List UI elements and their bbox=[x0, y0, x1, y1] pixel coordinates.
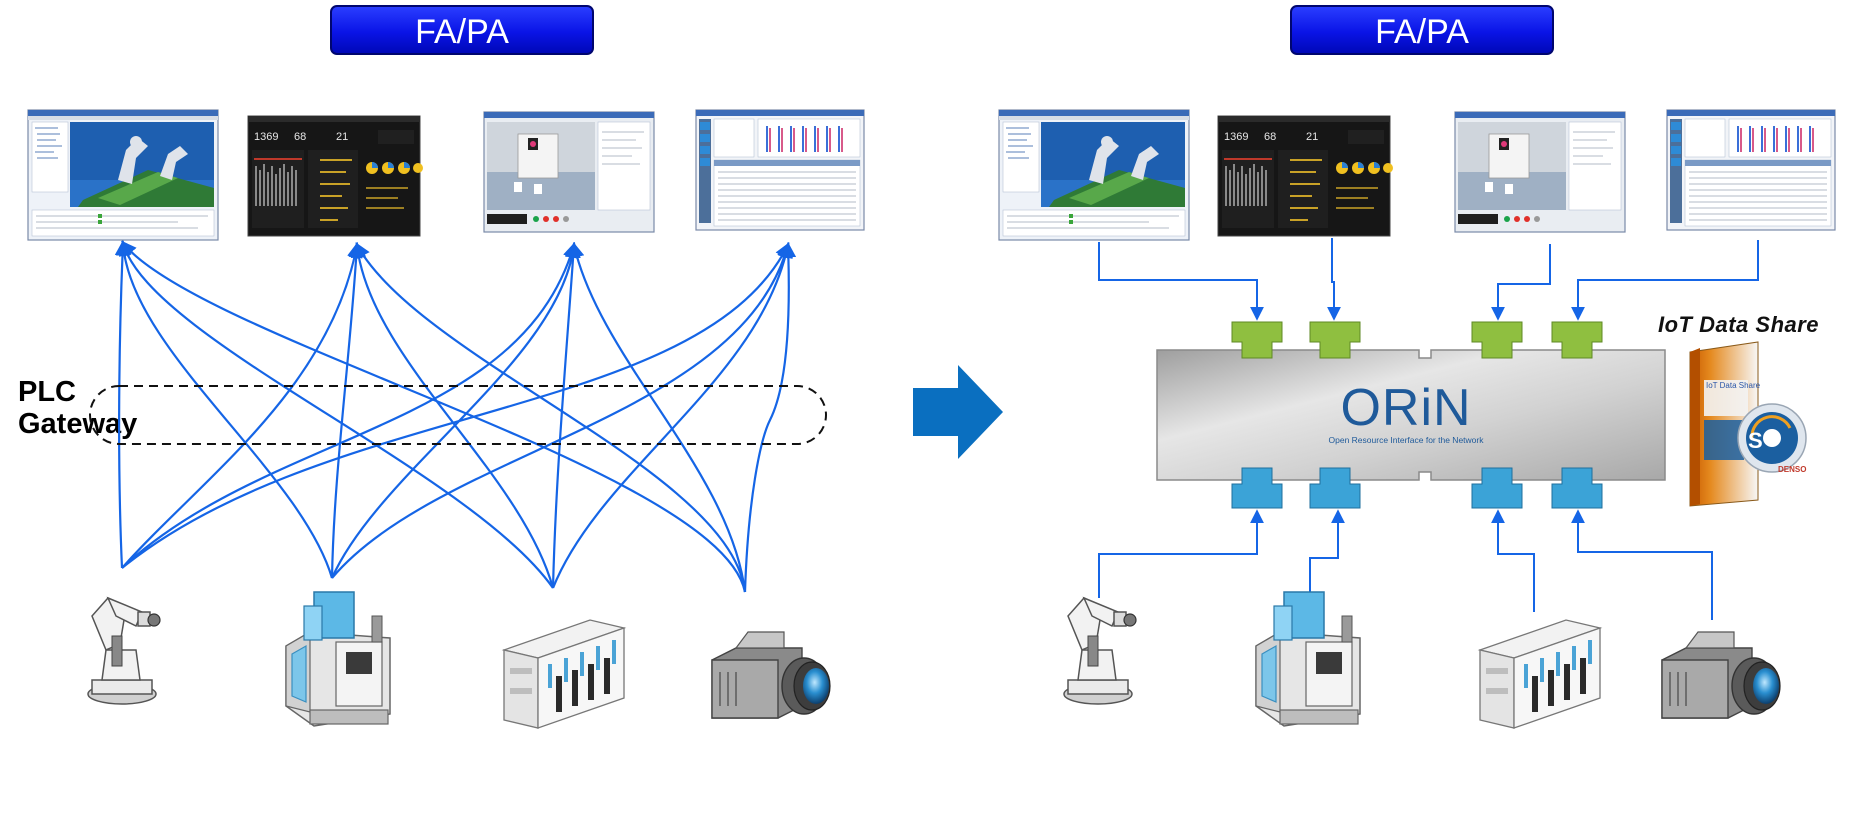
brand-label: DENSO bbox=[1778, 465, 1806, 474]
fa-pa-header-left: FA/PA bbox=[330, 5, 594, 55]
plc-rack-icon bbox=[503, 619, 625, 729]
plc-gateway-boundary bbox=[89, 385, 827, 445]
robot-simulation-screen-right bbox=[998, 109, 1190, 241]
orin-connection-lines bbox=[1098, 238, 1759, 620]
fa-pa-header-right: FA/PA bbox=[1290, 5, 1554, 55]
camera-icon bbox=[711, 631, 831, 719]
dashboard-screen-left bbox=[247, 115, 424, 237]
box-label: IoT Data Share bbox=[1706, 381, 1761, 390]
orin-interface-panel: ORiN Open Resource Interface for the Net… bbox=[1156, 349, 1666, 481]
dashboard-screen-right bbox=[1217, 115, 1394, 237]
plc-gateway-label: PLC Gateway bbox=[18, 376, 137, 440]
robot-arm-icon bbox=[87, 597, 161, 705]
transition-arrow-icon bbox=[913, 365, 1003, 459]
camera-monitor-screen-left bbox=[483, 111, 655, 233]
iot-data-share-title: IoT Data Share bbox=[1658, 312, 1820, 337]
robot-simulation-screen-left bbox=[27, 109, 219, 241]
plc-rack-icon bbox=[1479, 619, 1601, 729]
orin-subtitle: Open Resource Interface for the Network bbox=[1329, 435, 1485, 445]
orin-input-ports bbox=[1231, 321, 1603, 359]
camera-monitor-screen-right bbox=[1454, 111, 1626, 233]
orin-device-ports bbox=[1231, 467, 1603, 509]
iot-data-share-product-box: IoT Data Share S DENSO bbox=[1689, 341, 1807, 507]
plc-label-line2: Gateway bbox=[18, 408, 138, 440]
direct-connection-lines bbox=[114, 239, 797, 593]
orin-logo: ORiN bbox=[1340, 379, 1471, 437]
robot-arm-icon bbox=[1063, 597, 1137, 705]
camera-icon bbox=[1661, 631, 1781, 719]
cnc-machine-icon bbox=[1255, 591, 1361, 727]
cnc-machine-icon bbox=[285, 591, 391, 727]
data-table-screen-left bbox=[695, 109, 865, 231]
plc-label-line1: PLC bbox=[18, 376, 76, 408]
svg-text:S: S bbox=[1748, 428, 1763, 453]
data-table-screen-right bbox=[1666, 109, 1836, 231]
